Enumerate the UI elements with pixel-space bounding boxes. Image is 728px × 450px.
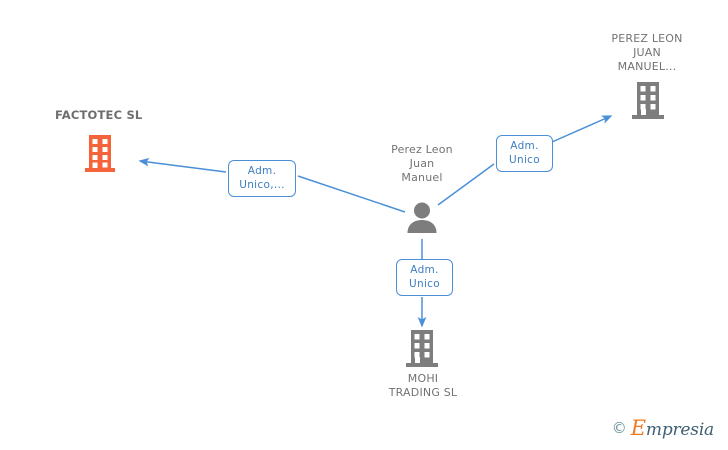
empresia-watermark: © Empresia <box>612 416 714 440</box>
edge-line-right-badge-to-perez-leon <box>551 115 613 143</box>
edge-line-left-badge-to-factotec <box>138 157 227 173</box>
node-label-factotec: FACTOTEC SL <box>55 108 143 122</box>
edge-badge-adm-unico-factotec[interactable]: Adm. Unico,... <box>228 160 296 197</box>
node-label-mohi-trading: MOHI TRADING SL <box>388 372 458 399</box>
person-icon <box>405 201 439 239</box>
company-building-icon <box>404 328 440 374</box>
company-building-icon <box>630 80 666 126</box>
brand-initial: E <box>630 416 646 440</box>
edge-badge-adm-unico-mohi[interactable]: Adm. Unico <box>396 259 453 296</box>
node-label-perez-leon-company: PEREZ LEON JUAN MANUEL... <box>611 32 683 73</box>
copyright-icon: © <box>611 418 627 437</box>
brand-wordmark: Empresia <box>631 416 714 440</box>
node-label-perez-leon-person: Perez Leon Juan Manuel <box>391 143 453 184</box>
edge-badge-adm-unico-perez-leon[interactable]: Adm. Unico <box>496 135 553 172</box>
brand-rest: mpresia <box>645 420 714 440</box>
company-building-icon <box>83 134 117 178</box>
